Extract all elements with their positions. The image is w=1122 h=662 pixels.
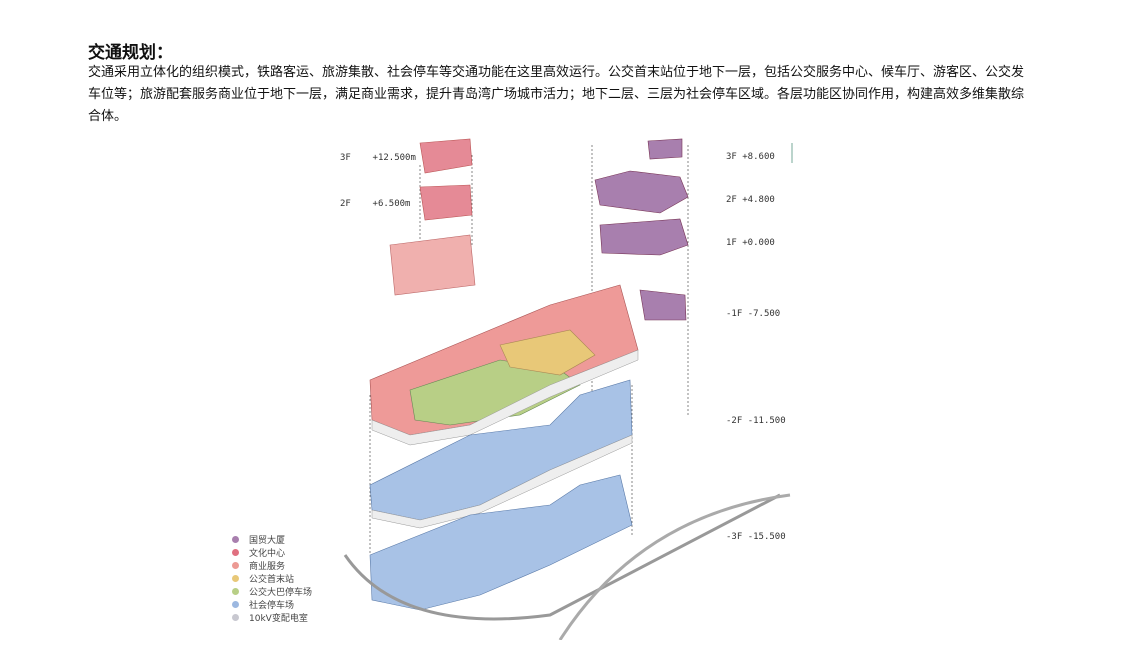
right-3f-floor (647, 138, 683, 160)
right-b1-tower (639, 289, 687, 321)
legend-swatch (232, 601, 239, 608)
legend-label: 10kV变配电室 (249, 614, 308, 624)
diagram-drawing (343, 138, 793, 641)
description-paragraph: 交通采用立体化的组织模式，铁路客运、旅游集散、社会停车等交通功能在这里高效运行。… (88, 65, 1025, 124)
level-label-b2: -2F -11.500 (726, 416, 786, 426)
level-label-3f: 3F +8.600 (726, 152, 775, 162)
legend: 国贸大厦 文化中心 商业服务 公交首末站 公交大巴停车场 社会停车场 10kV变… (232, 533, 312, 624)
legend-item: 公交首末站 (232, 572, 312, 585)
right-2f-floor (594, 170, 689, 214)
legend-swatch (232, 575, 239, 582)
left-1f-floor (389, 234, 476, 296)
level-label-1f: 1F +0.000 (726, 238, 775, 248)
legend-item: 社会停车场 (232, 598, 312, 611)
b3-floor (369, 474, 633, 611)
legend-label: 社会停车场 (249, 601, 295, 611)
legend-swatch (232, 536, 239, 543)
legend-item: 文化中心 (232, 546, 312, 559)
legend-item: 国贸大厦 (232, 533, 312, 546)
level-label-left-2f: 2F +6.500m (340, 199, 411, 209)
legend-label: 国贸大厦 (249, 536, 286, 546)
legend-swatch (232, 614, 239, 621)
legend-label: 公交首末站 (249, 575, 295, 585)
exploded-axonometric-diagram (220, 135, 820, 641)
legend-label: 公交大巴停车场 (249, 588, 313, 598)
left-2f-floor (419, 184, 473, 221)
legend-label: 文化中心 (249, 549, 286, 559)
level-label-2f: 2F +4.800 (726, 195, 775, 205)
level-label-left-3f: 3F +12.500m (340, 153, 416, 163)
projection-lines (369, 145, 689, 555)
page-heading: 交通规划： (88, 43, 173, 63)
legend-item: 公交大巴停车场 (232, 585, 312, 598)
legend-item: 商业服务 (232, 559, 312, 572)
level-label-b1: -1F -7.500 (726, 309, 781, 319)
legend-swatch (232, 549, 239, 556)
legend-label: 商业服务 (249, 562, 286, 572)
legend-item: 10kV变配电室 (232, 611, 312, 624)
left-3f-floor (419, 138, 473, 174)
right-1f-floor (599, 218, 689, 256)
legend-swatch (232, 588, 239, 595)
b1-bus-terminal (499, 329, 596, 376)
legend-swatch (232, 562, 239, 569)
level-label-b3: -3F -15.500 (726, 532, 786, 542)
